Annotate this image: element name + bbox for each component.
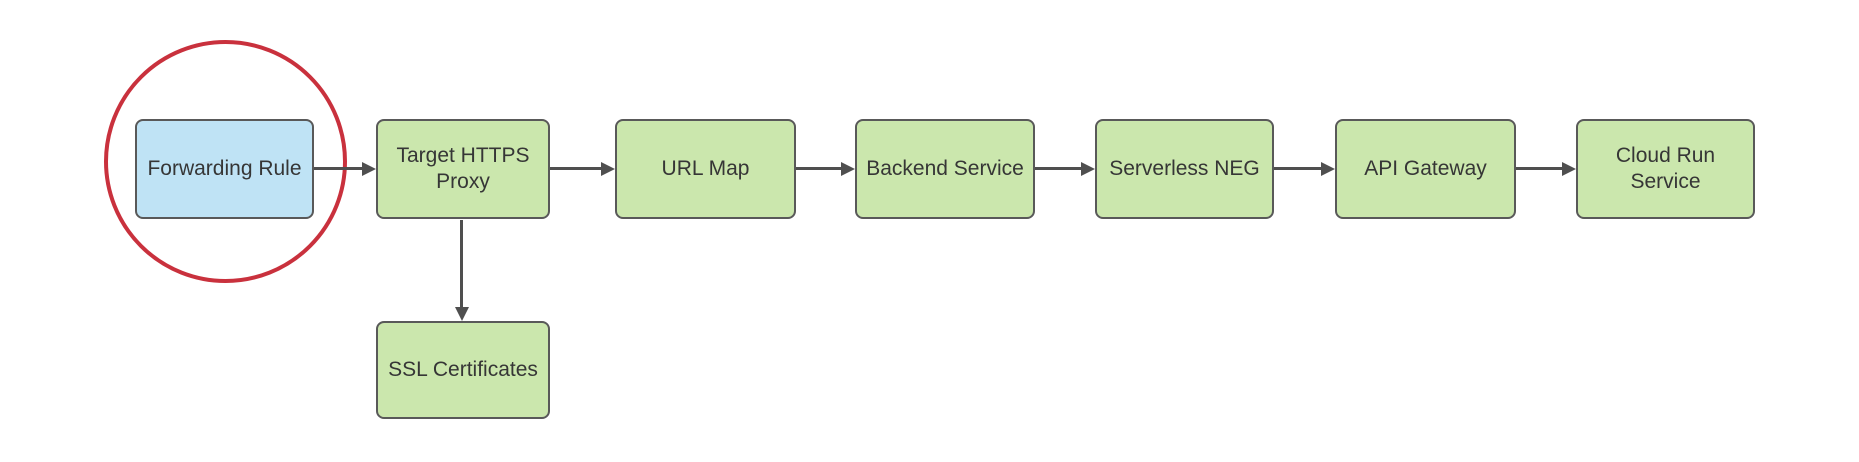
node-api-gateway[interactable]: API Gateway xyxy=(1335,119,1516,219)
node-forwarding-rule[interactable]: Forwarding Rule xyxy=(135,119,314,219)
node-url-map[interactable]: URL Map xyxy=(615,119,796,219)
node-label: Cloud Run Service xyxy=(1615,143,1716,193)
arrow-target-https-proxy-to-ssl-certificates xyxy=(460,220,463,307)
arrow-forwarding-rule-to-target-https-proxy xyxy=(314,167,362,170)
arrow-backend-service-to-serverless-neg xyxy=(1035,167,1081,170)
arrow-api-gateway-to-cloud-run-service xyxy=(1516,167,1562,170)
node-label: URL Map xyxy=(661,156,750,180)
highlight-ellipse xyxy=(104,40,347,283)
node-ssl-certificates[interactable]: SSL Certificates xyxy=(376,321,550,419)
arrow-serverless-neg-to-api-gateway xyxy=(1274,167,1321,170)
node-label: Forwarding Rule xyxy=(147,156,302,180)
arrow-target-https-proxy-to-url-map xyxy=(550,167,601,170)
node-target-https-proxy[interactable]: Target HTTPS Proxy xyxy=(376,119,550,219)
node-label: API Gateway xyxy=(1364,156,1487,180)
node-label: Backend Service xyxy=(866,156,1024,180)
node-label: Serverless NEG xyxy=(1109,156,1260,180)
node-serverless-neg[interactable]: Serverless NEG xyxy=(1095,119,1274,219)
node-backend-service[interactable]: Backend Service xyxy=(855,119,1035,219)
node-label: SSL Certificates xyxy=(388,357,538,381)
node-label: Target HTTPS Proxy xyxy=(396,143,530,193)
node-cloud-run-service[interactable]: Cloud Run Service xyxy=(1576,119,1755,219)
arrow-url-map-to-backend-service xyxy=(796,167,841,170)
